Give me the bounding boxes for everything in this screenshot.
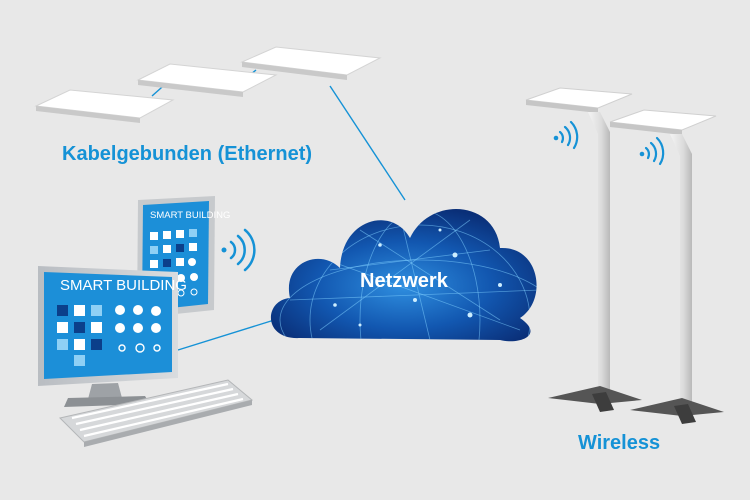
tablet-screen-title: SMART BUILDING bbox=[150, 210, 231, 221]
ceiling-light-panel-icon bbox=[240, 46, 382, 80]
ceiling-light-panel-icon bbox=[34, 89, 175, 123]
floor-lamp-icon bbox=[609, 109, 724, 424]
network-label: Netzwerk bbox=[360, 270, 448, 292]
floor-lamp-icon bbox=[525, 87, 642, 412]
ceiling-light-panel-icon bbox=[136, 63, 278, 97]
wifi-signal-icon bbox=[639, 136, 665, 166]
wired-label: Kabelgebunden (Ethernet) bbox=[62, 143, 313, 165]
wireless-label: Wireless bbox=[578, 432, 661, 454]
keyboard-icon bbox=[59, 379, 254, 447]
wifi-signal-icon bbox=[553, 120, 579, 150]
monitor-icon bbox=[38, 266, 178, 407]
wifi-signal-icon bbox=[221, 228, 256, 272]
network-cloud-icon bbox=[270, 209, 537, 342]
monitor-screen-title: SMART BUILDING bbox=[60, 277, 187, 294]
